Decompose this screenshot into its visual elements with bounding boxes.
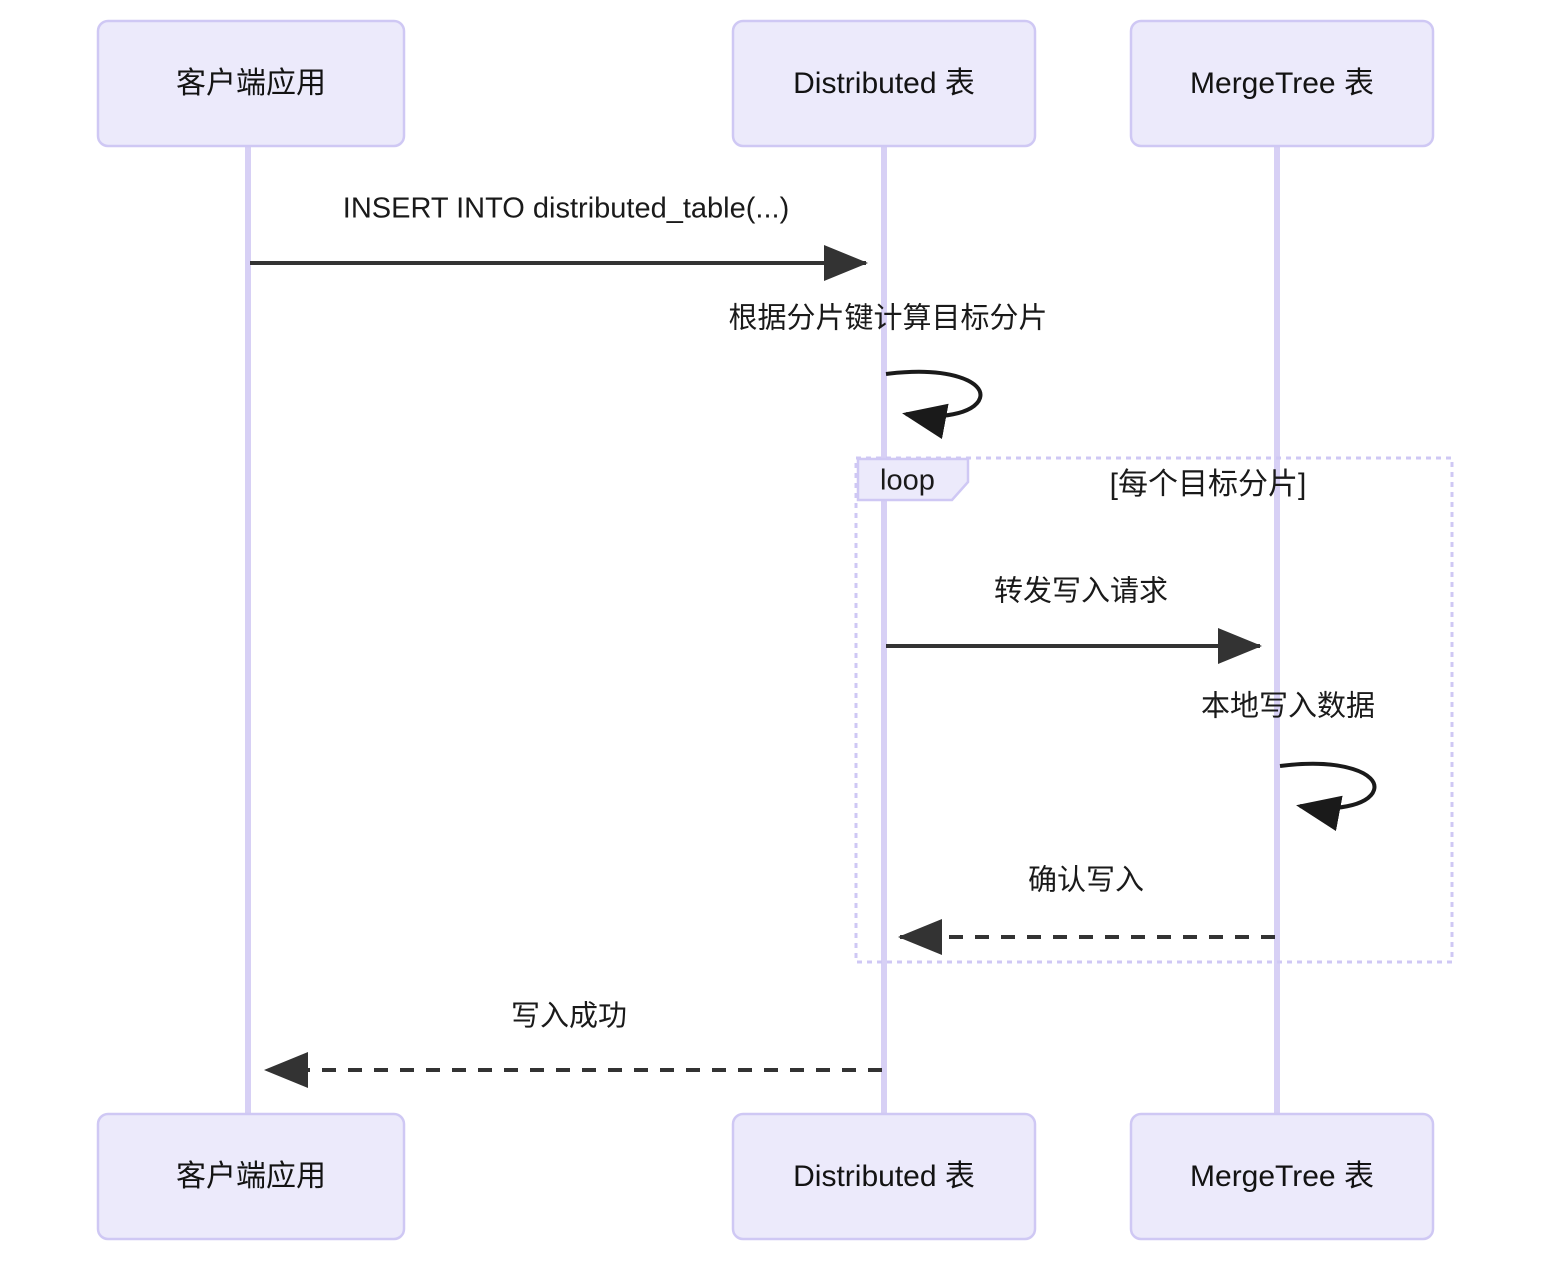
- message-arrow-compute-shard: [885, 369, 983, 440]
- participant-client-top-box: [96, 19, 406, 148]
- message-write-success[interactable]: 写入成功: [264, 1000, 882, 1088]
- participant-mergetree-top-box: [1129, 19, 1435, 148]
- loop-condition-label: [每个目标分片]: [1110, 468, 1307, 501]
- message-compute-shard[interactable]: 根据分片键计算目标分片: [728, 302, 1048, 440]
- message-label-forward-write: 转发写入请求: [994, 575, 1168, 608]
- participant-mergetree-top-label: MergeTree 表: [1190, 67, 1374, 100]
- message-label-ack-write: 确认写入: [1028, 864, 1144, 897]
- loop-fragment[interactable]: loop [每个目标分片]: [854, 456, 1454, 964]
- message-label-insert-into: INSERT INTO distributed_table(...): [343, 193, 789, 225]
- lifelines-group: [245, 146, 1280, 1114]
- participant-mergetree-bottom-label: MergeTree 表: [1190, 1160, 1374, 1193]
- participant-distributed-bottom-box: [731, 1112, 1037, 1241]
- participant-distributed-top-box: [731, 19, 1037, 148]
- message-label-local-write: 本地写入数据: [1201, 690, 1375, 723]
- participant-distributed-top-label: Distributed 表: [793, 67, 975, 100]
- loop-tag-shape: [856, 457, 970, 502]
- message-label-compute-shard: 根据分片键计算目标分片: [728, 302, 1047, 335]
- participant-client-top[interactable]: 客户端应用: [96, 19, 406, 148]
- participant-distributed-bottom[interactable]: Distributed 表: [731, 1112, 1037, 1241]
- participant-mergetree-bottom[interactable]: MergeTree 表: [1129, 1112, 1435, 1241]
- participant-distributed-bottom-label: Distributed 表: [793, 1160, 975, 1193]
- participant-distributed-top[interactable]: Distributed 表: [731, 19, 1037, 148]
- loop-tag-label: loop: [880, 465, 935, 497]
- participant-client-bottom[interactable]: 客户端应用: [96, 1112, 406, 1241]
- participant-client-bottom-label: 客户端应用: [176, 1160, 326, 1193]
- message-insert-into[interactable]: INSERT INTO distributed_table(...): [250, 193, 868, 281]
- participant-client-top-label: 客户端应用: [176, 67, 326, 100]
- participant-mergetree-top[interactable]: MergeTree 表: [1129, 19, 1435, 148]
- message-ack-write[interactable]: 确认写入: [898, 864, 1275, 955]
- participant-mergetree-bottom-box: [1129, 1112, 1435, 1241]
- message-local-write[interactable]: 本地写入数据: [1201, 690, 1377, 832]
- message-forward-write[interactable]: 转发写入请求: [886, 575, 1262, 664]
- message-label-write-success: 写入成功: [511, 1000, 627, 1033]
- message-arrow-local-write: [1279, 761, 1377, 832]
- participant-client-bottom-box: [96, 1112, 406, 1241]
